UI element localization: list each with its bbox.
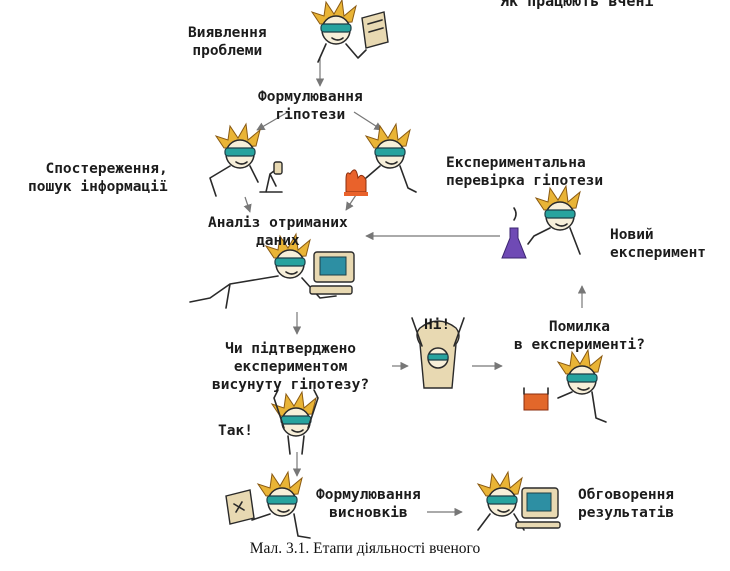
node-observation: Спостереження, пошук інформації	[28, 161, 168, 195]
node-no: Ні!	[424, 317, 451, 333]
scientist-problem-icon	[311, 0, 389, 63]
flow-arrows	[243, 58, 587, 517]
scientist-no-icon	[411, 317, 465, 389]
scientist-conclusions-icon	[225, 471, 311, 539]
arrow-hypothesis-observation	[256, 111, 289, 131]
scientist-experiment-icon	[344, 123, 417, 196]
scientist-error-icon	[523, 349, 607, 423]
arrow-observation-analysis	[243, 196, 252, 213]
scientist-analysis-icon	[189, 233, 355, 309]
scientist-yes-icon	[271, 389, 319, 455]
arrow-hypothesis-experiment	[353, 111, 383, 131]
microscope-icon	[259, 161, 283, 193]
node-analysis: Аналіз отриманих даних	[208, 215, 348, 249]
computer-icon	[515, 487, 561, 529]
beaker-icon	[523, 387, 549, 411]
node-discussion: Обговорення результатів	[578, 487, 675, 521]
node-conclusions: Формулювання висновків	[316, 487, 421, 521]
computer-icon	[309, 251, 355, 295]
figure-caption: Мал. 3.1. Етапи діяльності вченого	[249, 540, 481, 557]
node-experiment: Експериментальна перевірка гіпотези	[446, 155, 604, 189]
scientist-discussion-icon	[477, 471, 561, 531]
node-hypothesis: Формулювання гіпотези	[258, 89, 363, 123]
scientist-newexperiment-icon	[501, 185, 581, 259]
flask-icon	[501, 207, 527, 259]
node-question: Чи підтверджено експериментом висунуту г…	[212, 341, 370, 393]
flame-icon	[344, 169, 368, 196]
node-new-experiment: Новий експеримент	[610, 227, 707, 261]
scientist-observation-icon	[209, 123, 283, 197]
node-error: Помилка в експерименті?	[514, 319, 645, 353]
node-yes: Так!	[218, 423, 253, 439]
diagram-title: Як працюють вчені	[500, 0, 654, 10]
node-problem: Виявлення проблеми	[188, 25, 267, 59]
